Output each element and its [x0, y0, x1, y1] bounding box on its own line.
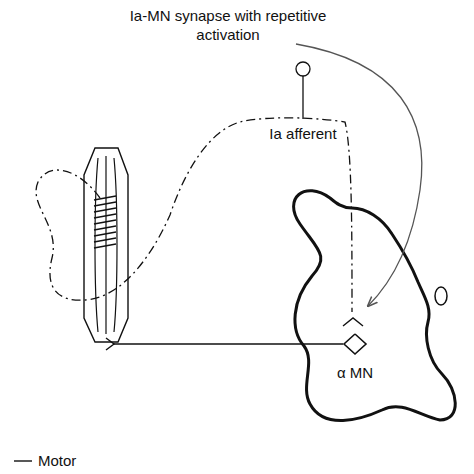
- ganglion-stem: [302, 76, 303, 119]
- intrafusal-fiber: [105, 156, 106, 334]
- fiber-label: Ia afferent: [268, 124, 338, 143]
- callout-text: Ia-MN synapse with repetitive activation: [118, 6, 338, 44]
- legend-swatch: [14, 460, 32, 461]
- synapse-terminal: [343, 318, 363, 326]
- sensory-coil: [94, 196, 116, 248]
- ganglion-cell: [296, 62, 310, 76]
- motor-neuron: α MN: [323, 332, 387, 394]
- central-canal: [435, 287, 447, 305]
- ia-afferent-fiber: [36, 118, 352, 312]
- diamond-outline: [323, 332, 387, 362]
- motor-endplate: [106, 338, 114, 350]
- callout-leader: [296, 44, 422, 306]
- spinal-cord-outline: [294, 191, 456, 421]
- neuron-diamond: [344, 334, 366, 354]
- motor-axon: [113, 343, 343, 344]
- intrafusal-fiber: [95, 158, 98, 332]
- intrafusal-fiber: [114, 158, 117, 332]
- muscle-spindle: [84, 148, 128, 342]
- legend-text: Motor: [38, 451, 76, 470]
- neuron-label: α MN: [323, 364, 387, 382]
